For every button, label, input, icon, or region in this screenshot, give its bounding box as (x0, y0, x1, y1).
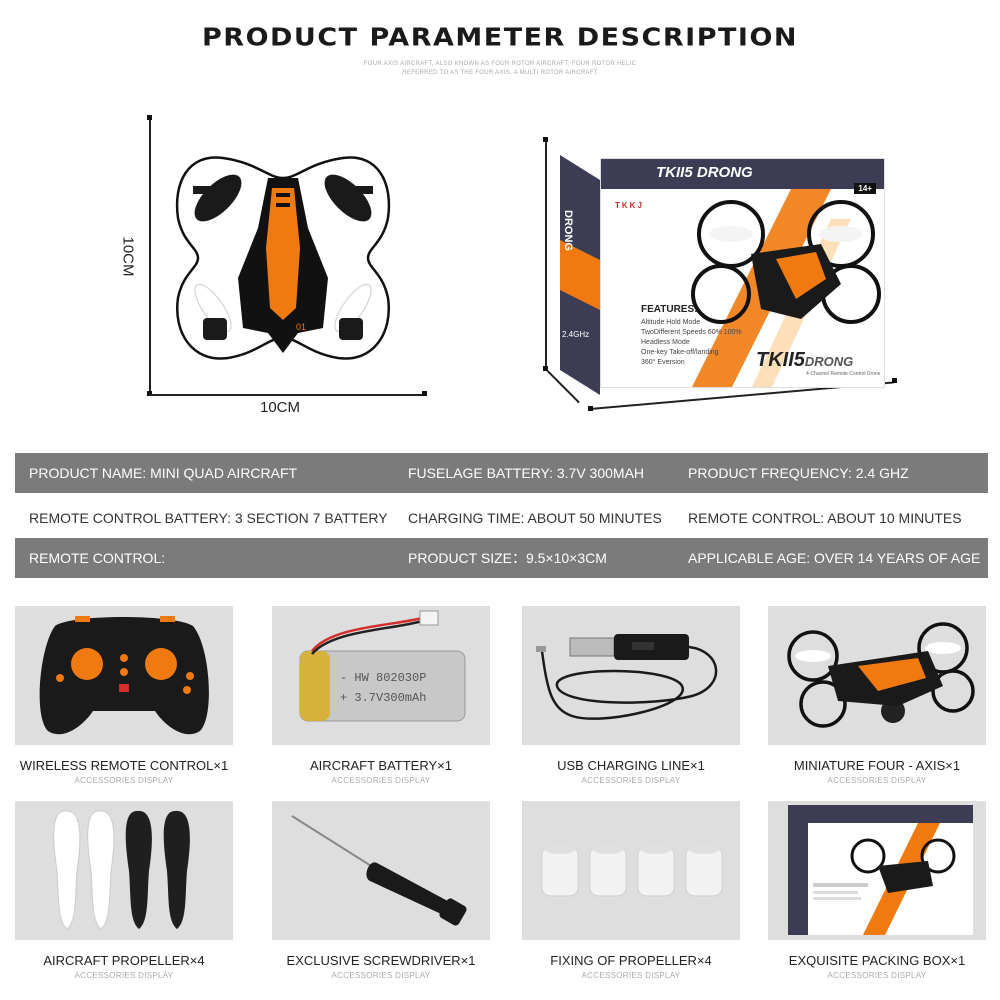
accessory-sublabel: ACCESSORIES DISPLAY (331, 776, 431, 785)
box-brand-suffix: DRONG (696, 164, 753, 181)
dimension-vertical-line (149, 117, 151, 395)
accessory-label: WIRELESS REMOTE CONTROL×1 (19, 758, 229, 773)
page-subtitle-line1: FOUR AXIS AIRCRAFT, ALSO KNOWN AS FOUR R… (363, 61, 637, 67)
propellers-image (15, 801, 233, 940)
accessory-label: EXCLUSIVE SCREWDRIVER×1 (286, 953, 476, 968)
packing-box-image (768, 801, 986, 940)
width-dimension-label: 10CM (260, 399, 301, 416)
box-side (560, 155, 600, 395)
page-subtitle-line2: REFERRED TO AS THE FOUR AXIS, A MULTI RO… (402, 70, 598, 76)
accessory-label: FIXING OF PROPELLER×4 (550, 953, 712, 968)
height-dimension-label: 10CM (119, 236, 137, 277)
box-brand-top: TKII5 DRONG (656, 164, 753, 181)
dimension-end-marker (892, 378, 897, 383)
accessory-sublabel: ACCESSORIES DISPLAY (74, 776, 174, 785)
spec-row: PRODUCT NAME: MINI QUAD AIRCRAFT FUSELAG… (15, 453, 988, 493)
propeller-caps-image (522, 801, 740, 940)
spec-row: REMOTE CONTROL: PRODUCT SIZE：9.5×10×3CM … (15, 538, 988, 578)
feature-item: 360° Eversion (641, 359, 685, 366)
box-drone-image (691, 200, 881, 324)
age-badge: 14+ (854, 183, 876, 194)
box-maker-logo: TKKJ (615, 201, 644, 210)
accessory-label: AIRCRAFT BATTERY×1 (310, 758, 452, 773)
drone-mark: 01 (296, 322, 306, 332)
battery-text-line1: - HW 802030P (340, 671, 426, 685)
dimension-end-marker (147, 391, 152, 396)
spec-cell: FUSELAGE BATTERY: 3.7V 300MAH (408, 465, 645, 481)
dimension-end-marker (588, 406, 593, 411)
dimension-end-marker (543, 366, 548, 371)
spec-cell: CHARGING TIME: ABOUT 50 MINUTES (408, 510, 662, 526)
box-brand: TKII5 (756, 349, 805, 371)
box-brand-suffix: DRONG (804, 354, 854, 369)
accessory-label: AIRCRAFT PROPELLER×4 (43, 953, 205, 968)
spec-cell: PRODUCT SIZE：9.5×10×3CM (408, 550, 607, 566)
accessory-label: USB CHARGING LINE×1 (557, 758, 705, 773)
accessory-label: EXQUISITE PACKING BOX×1 (788, 953, 966, 968)
box-front: TKII5 DRONG 14+ TKKJ FEATURES: Altitude … (600, 158, 885, 388)
box-side-freq: 2.4GHz (562, 330, 590, 339)
box-tagline: 4-Channel Remote Control Drone (806, 371, 881, 377)
battery-text-line2: + 3.7V300mAh (340, 691, 426, 705)
usb-cable-image (522, 606, 740, 745)
page-title: PRODUCT PARAMETER DESCRIPTION (201, 23, 798, 52)
accessory-sublabel: ACCESSORIES DISPLAY (827, 776, 927, 785)
spec-cell: REMOTE CONTROL: ABOUT 10 MINUTES (688, 510, 962, 526)
spec-cell: PRODUCT NAME: MINI QUAD AIRCRAFT (29, 465, 298, 481)
box-brand-bottom: TKII5DRONG (756, 349, 853, 372)
drone-image (768, 606, 986, 745)
feature-item: One-key Take-off/landing (641, 349, 719, 356)
feature-item: TwoDifferent Speeds 60% 100% (641, 329, 742, 336)
box-top-band (601, 159, 884, 189)
feature-item: Headless Mode (641, 339, 690, 346)
spec-cell: REMOTE CONTROL: (29, 550, 166, 566)
accessory-label: MINIATURE FOUR - AXIS×1 (793, 758, 961, 773)
features-title: FEATURES: (641, 304, 698, 315)
accessory-sublabel: ACCESSORIES DISPLAY (74, 971, 174, 980)
spec-cell: REMOTE CONTROL BATTERY: 3 SECTION 7 BATT… (29, 510, 388, 526)
dimension-end-marker (147, 115, 152, 120)
accessory-sublabel: ACCESSORIES DISPLAY (581, 971, 681, 980)
box-brand: TKII5 (656, 164, 693, 181)
box-side-brand: DRONG (562, 210, 574, 251)
accessory-sublabel: ACCESSORIES DISPLAY (827, 971, 927, 980)
dimension-horizontal-line (149, 394, 425, 396)
accessory-sublabel: ACCESSORIES DISPLAY (331, 971, 431, 980)
features-list: Altitude Hold Mode TwoDifferent Speeds 6… (641, 318, 742, 368)
dimension-end-marker (422, 391, 427, 396)
product-box-image: DRONG 2.4GHz TKII5 DRONG 14+ TKKJ FEATUR… (560, 150, 885, 395)
spec-row: REMOTE CONTROL BATTERY: 3 SECTION 7 BATT… (15, 498, 988, 538)
spec-cell: PRODUCT FREQUENCY: 2.4 GHZ (688, 465, 909, 481)
spec-cell: APPLICABLE AGE: OVER 14 YEARS OF AGE (688, 550, 981, 566)
dimension-end-marker (543, 137, 548, 142)
battery-image: - HW 802030P + 3.7V300mAh (272, 606, 490, 745)
feature-item: Altitude Hold Mode (641, 319, 701, 326)
screwdriver-image (272, 801, 490, 940)
remote-control-image (15, 606, 233, 745)
box-dimension-line (545, 140, 547, 370)
accessory-sublabel: ACCESSORIES DISPLAY (581, 776, 681, 785)
drone-top-view-image: 01 (175, 156, 391, 360)
